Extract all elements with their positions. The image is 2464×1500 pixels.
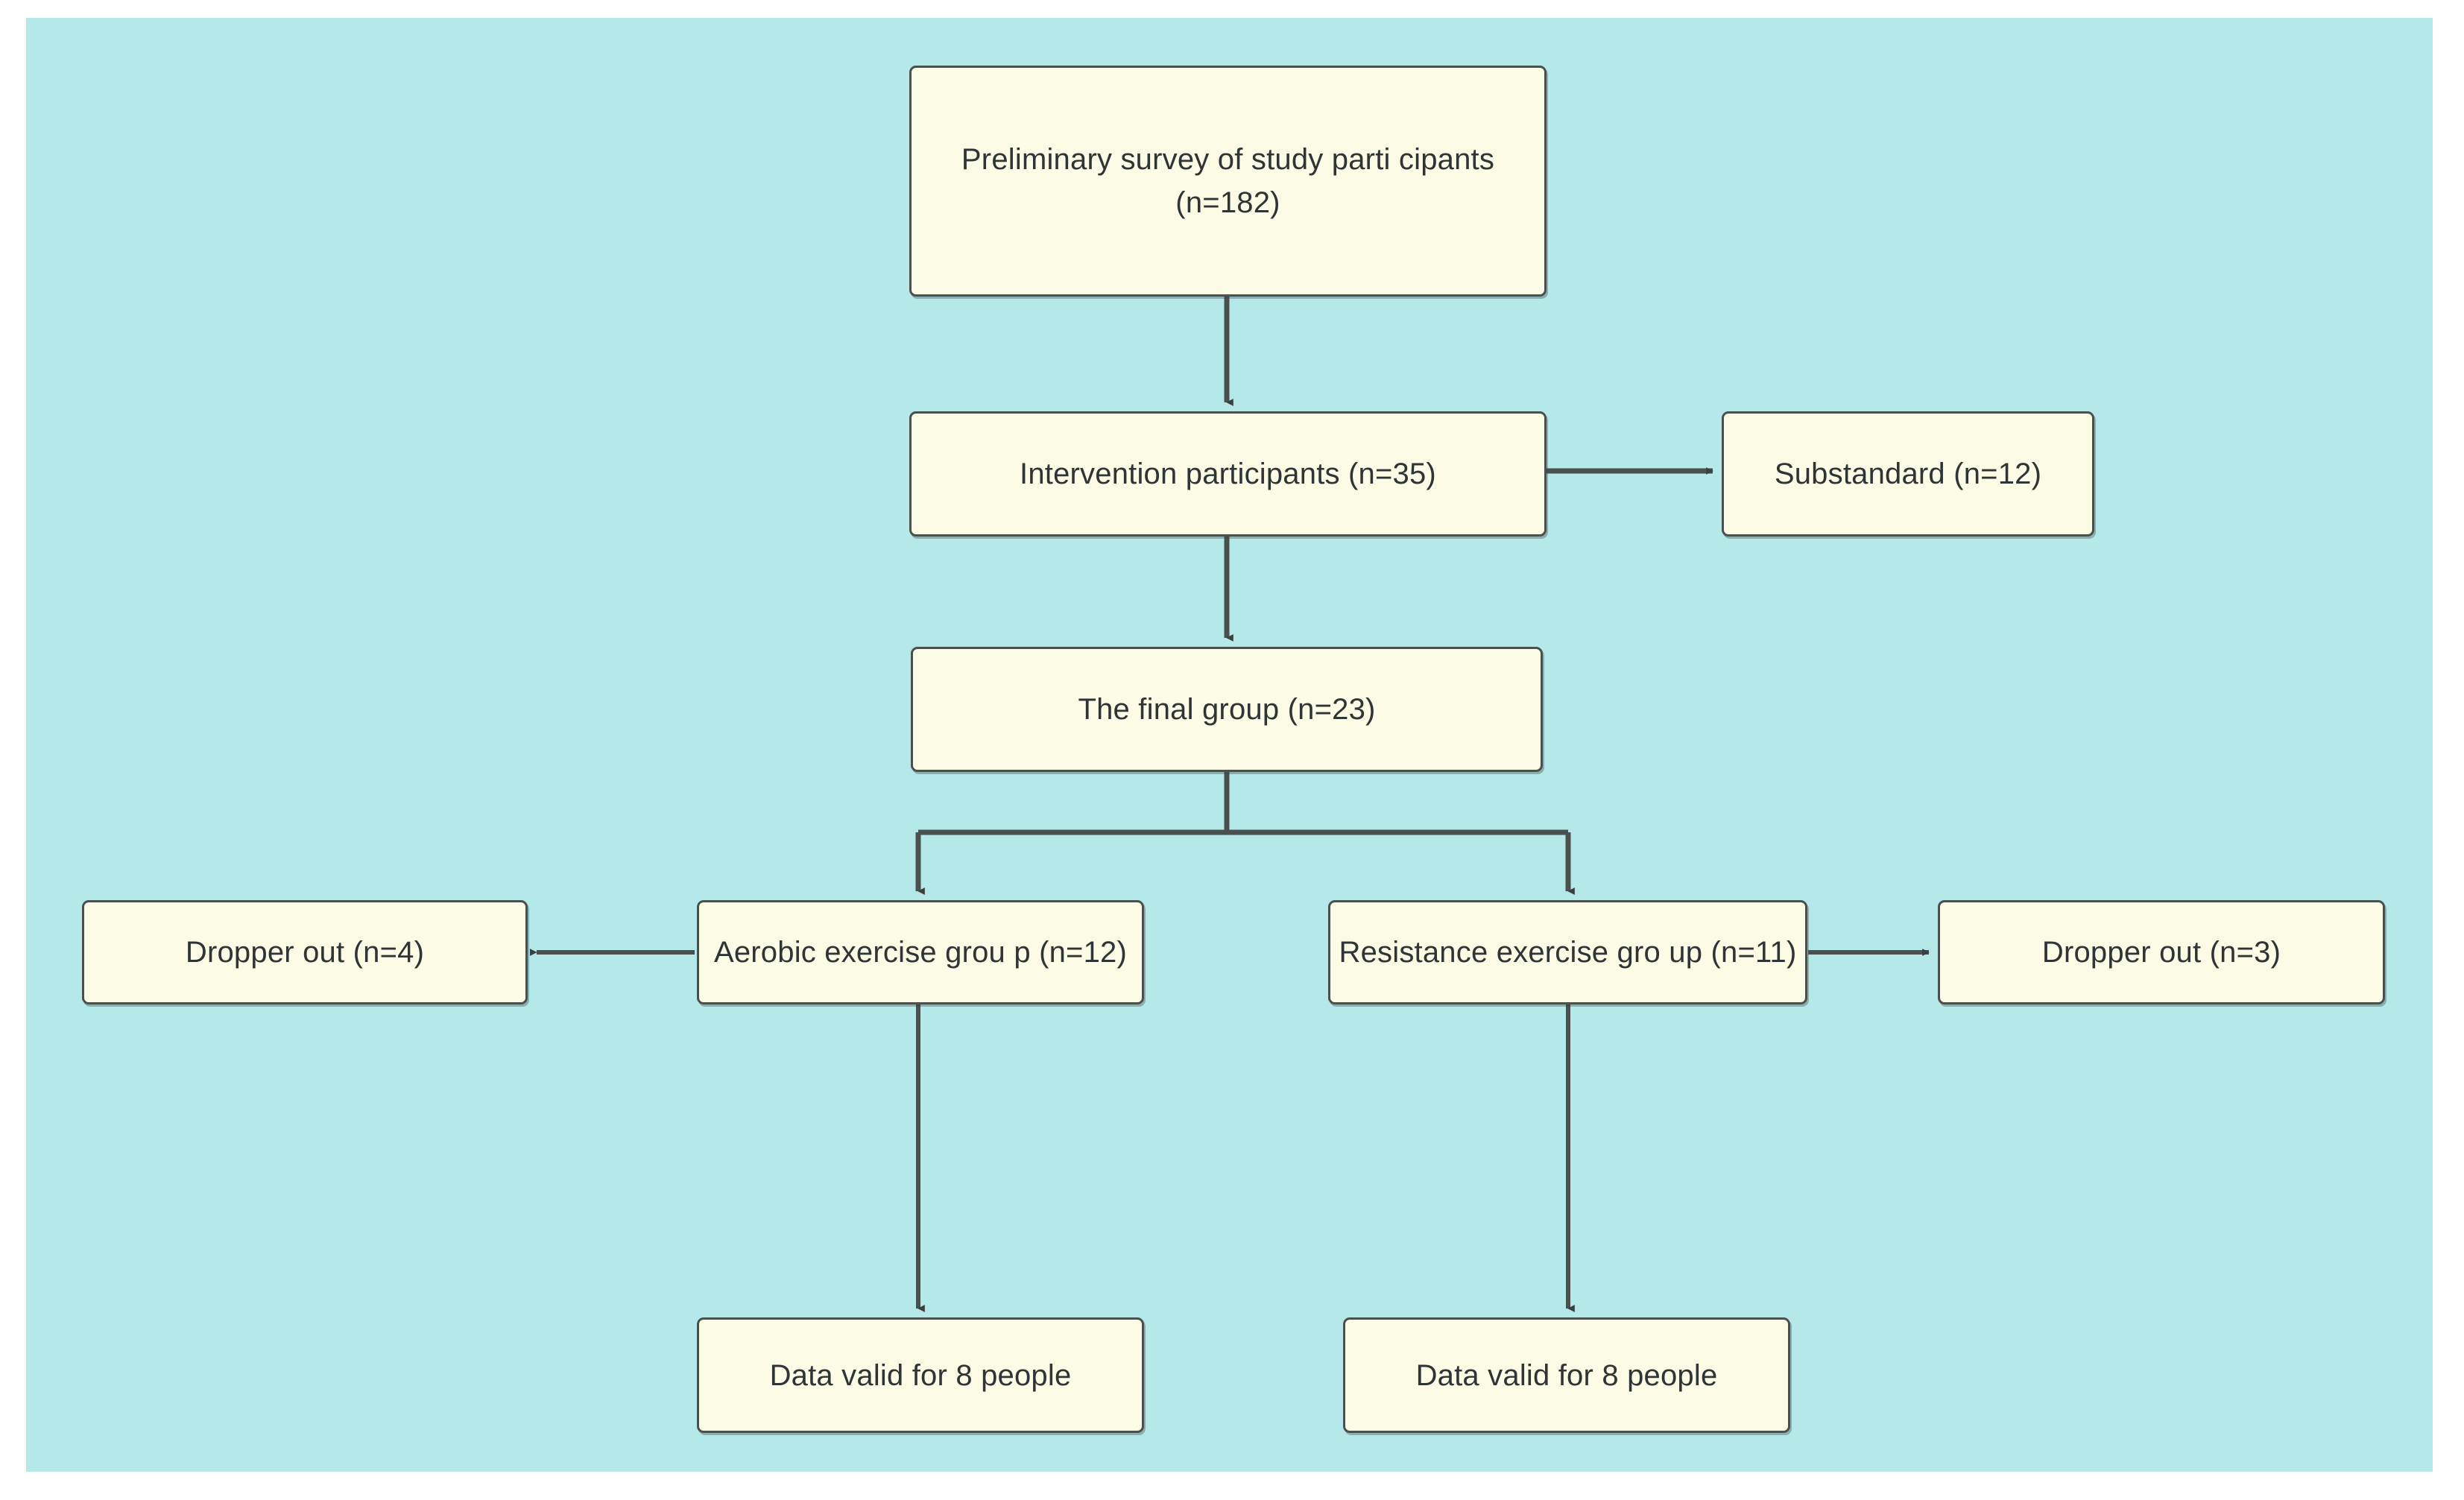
node-dropper-out-right[interactable]: Dropper out (n=3) (1938, 900, 2385, 1004)
node-label: Dropper out (n=4) (185, 936, 425, 969)
node-label: The final group (n=23) (1078, 693, 1376, 726)
node-data-valid-aerobic[interactable]: Data valid for 8 people (697, 1317, 1144, 1433)
node-intervention-participants[interactable]: Intervention participants (n=35) (909, 411, 1547, 537)
node-label: Intervention participants (n=35) (1020, 458, 1436, 490)
node-resistance-exercise-group[interactable]: Resistance exercise gro up (n=11) (1328, 900, 1807, 1004)
node-label: Dropper out (n=3) (2041, 936, 2281, 969)
node-dropper-out-left[interactable]: Dropper out (n=4) (82, 900, 528, 1004)
node-label: Data valid for 8 people (1415, 1358, 1718, 1392)
node-final-group[interactable]: The final group (n=23) (911, 647, 1543, 772)
node-label: Resistance exercise gro up (n=11) (1339, 936, 1797, 969)
node-data-valid-resistance[interactable]: Data valid for 8 people (1343, 1317, 1790, 1433)
node-label: Aerobic exercise grou p (n=12) (713, 936, 1128, 969)
node-label: Preliminary survey of study parti cipant… (961, 143, 1495, 219)
node-preliminary-survey[interactable]: Preliminary survey of study parti cipant… (909, 66, 1547, 297)
node-label: Data valid for 8 people (769, 1358, 1072, 1392)
node-substandard[interactable]: Substandard (n=12) (1722, 411, 2094, 537)
node-aerobic-exercise-group[interactable]: Aerobic exercise grou p (n=12) (697, 900, 1144, 1004)
node-label: Substandard (n=12) (1774, 458, 2042, 490)
